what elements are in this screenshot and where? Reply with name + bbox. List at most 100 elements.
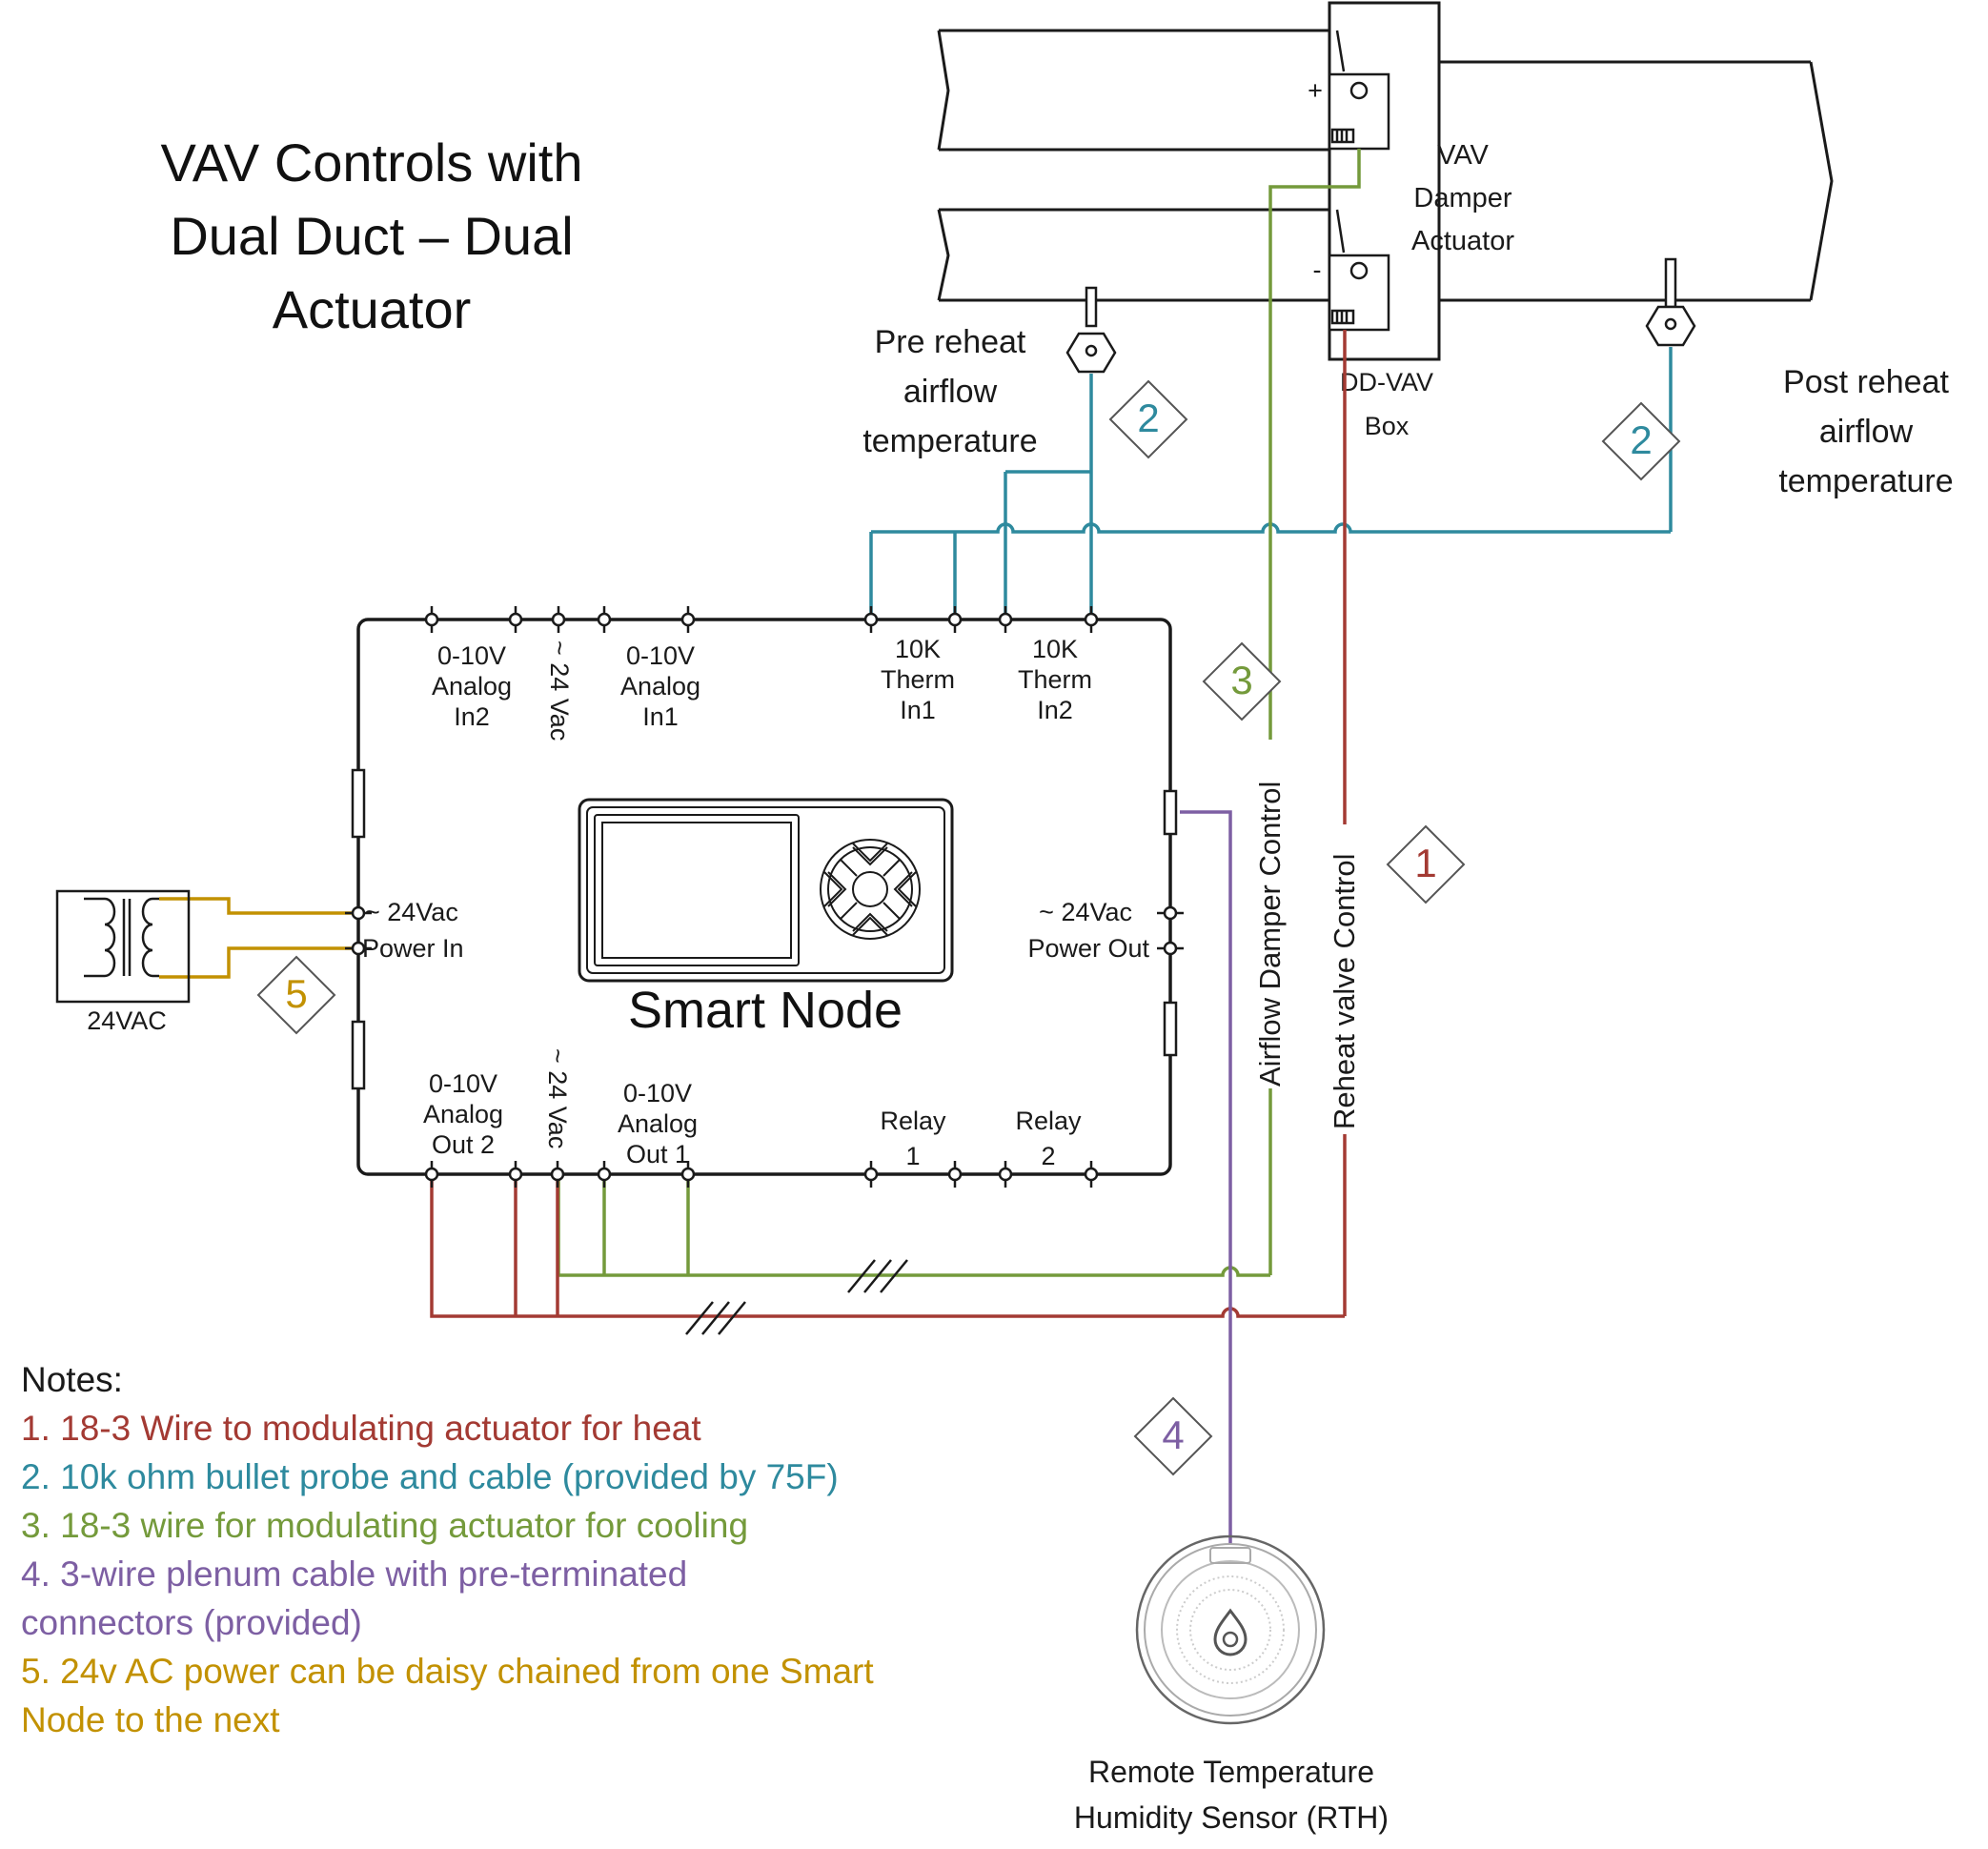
- relay1-line-2: 1: [905, 1142, 920, 1170]
- rth-label-line-2: Humidity Sensor (RTH): [1074, 1800, 1389, 1835]
- diagram-title: VAV Controls with Dual Duct – Dual Actua…: [161, 132, 583, 339]
- marker-5: 5: [256, 955, 336, 1035]
- box-label: DD-VAV Box: [1340, 368, 1433, 440]
- therm-in1-line-3: In1: [900, 696, 936, 724]
- relay2-line-1: Relay: [1015, 1107, 1082, 1135]
- marker-1: 1: [1386, 824, 1466, 904]
- relay1-line-1: Relay: [880, 1107, 946, 1135]
- rth-label: Remote Temperature Humidity Sensor (RTH): [1074, 1755, 1389, 1835]
- terminals-side: [345, 905, 1184, 956]
- analog-out1-line-2: Analog: [618, 1109, 698, 1138]
- note-3: 3. 18-3 wire for modulating actuator for…: [21, 1506, 748, 1545]
- marker-1-text: 1: [1414, 841, 1436, 885]
- damper-actuator-plus: +: [1308, 30, 1390, 151]
- airflow-damper-control-label: Airflow Damper Control: [1253, 782, 1287, 1087]
- pre-reheat-probe-icon: [1065, 286, 1117, 374]
- analog-in1-line-1: 0-10V: [626, 641, 695, 670]
- box-label-line-1: DD-VAV: [1340, 368, 1433, 396]
- post-reheat-line-3: temperature: [1778, 463, 1953, 499]
- marker-2-pre: 2: [1108, 379, 1188, 459]
- note-2: 2. 10k ohm bullet probe and cable (provi…: [21, 1457, 839, 1496]
- actuator-plus-sign: +: [1308, 76, 1323, 105]
- transformer-icon: [55, 889, 191, 1004]
- note-1: 1. 18-3 Wire to modulating actuator for …: [21, 1409, 701, 1448]
- analog-out1-line-3: Out 1: [626, 1140, 689, 1168]
- power-out-line-2: Power Out: [1027, 934, 1149, 963]
- note-4-line-2: connectors (provided): [21, 1603, 362, 1642]
- port-analog-out1: 0-10V Analog Out 1: [618, 1079, 698, 1168]
- analog-in1-line-3: In1: [642, 702, 679, 731]
- analog-in2-line-3: In2: [454, 702, 490, 731]
- navigation-pad-icon: [820, 839, 921, 940]
- therm-in2-line-1: 10K: [1032, 635, 1078, 663]
- marker-2-pre-text: 2: [1137, 396, 1159, 440]
- post-reheat-line-2: airflow: [1819, 414, 1914, 450]
- power-out-line-1: ~ 24Vac: [1039, 898, 1132, 926]
- power-out-label: ~ 24Vac Power Out: [1027, 898, 1149, 963]
- terminals-bottom: [424, 1161, 1099, 1188]
- rth-label-line-1: Remote Temperature: [1088, 1755, 1374, 1789]
- post-reheat-line-1: Post reheat: [1783, 364, 1949, 400]
- box-label-line-2: Box: [1365, 412, 1410, 440]
- discharge-duct: [1439, 60, 1834, 302]
- port-relay1: Relay 1: [880, 1107, 946, 1170]
- note-5-line-1: 5. 24v AC power can be daisy chained fro…: [21, 1652, 874, 1691]
- pre-reheat-line-3: temperature: [862, 423, 1037, 459]
- port-relay2: Relay 2: [1015, 1107, 1082, 1170]
- reheat-valve-control-label: Reheat valve Control: [1328, 854, 1361, 1130]
- relay2-line-2: 2: [1041, 1142, 1055, 1170]
- marker-3: 3: [1202, 641, 1282, 721]
- actuator-label-line-1: VAV: [1437, 140, 1489, 171]
- plenum-wiring: [1180, 810, 1232, 1544]
- marker-4-text: 4: [1162, 1412, 1184, 1457]
- pre-reheat-label: Pre reheat airflow temperature: [862, 324, 1037, 459]
- marker-4: 4: [1133, 1396, 1213, 1476]
- note-5-line-2: Node to the next: [21, 1700, 280, 1739]
- analog-out2-line-2: Analog: [423, 1100, 503, 1128]
- marker-3-text: 3: [1230, 658, 1252, 702]
- title-line-2: Dual Duct – Dual: [170, 206, 573, 266]
- actuator-label-line-2: Damper: [1413, 183, 1511, 213]
- analog-in2-line-1: 0-10V: [437, 641, 506, 670]
- port-24vac-top: ~ 24 Vac: [545, 640, 574, 741]
- transformer-label: 24VAC: [87, 1006, 167, 1035]
- damper-actuator-minus: -: [1313, 209, 1390, 332]
- notes: Notes: 1. 18-3 Wire to modulating actuat…: [21, 1360, 874, 1739]
- actuator-minus-sign: -: [1313, 255, 1322, 284]
- port-therm-in1: 10K Therm In1: [881, 635, 955, 724]
- smart-node-name: Smart Node: [628, 982, 903, 1039]
- therm-in1-line-2: Therm: [881, 665, 955, 694]
- supply-duct-upper: [937, 29, 1329, 152]
- pre-reheat-line-1: Pre reheat: [875, 324, 1026, 360]
- port-analog-in1: 0-10V Analog In1: [620, 641, 700, 731]
- therm-in2-line-2: Therm: [1018, 665, 1092, 694]
- marker-5-text: 5: [285, 971, 307, 1016]
- power-in-line-2: Power In: [362, 934, 464, 963]
- conductor-slash-marks: [685, 1259, 908, 1335]
- analog-in2-line-2: Analog: [432, 672, 512, 701]
- title-line-1: VAV Controls with: [161, 132, 583, 193]
- therm-in2-line-3: In2: [1037, 696, 1073, 724]
- pre-reheat-line-2: airflow: [903, 374, 998, 410]
- port-analog-out2: 0-10V Analog Out 2: [423, 1069, 503, 1159]
- analog-out2-line-1: 0-10V: [429, 1069, 497, 1098]
- power-wiring: [159, 897, 358, 979]
- analog-out2-line-3: Out 2: [432, 1130, 495, 1159]
- power-in-label: ~ 24Vac Power In: [362, 898, 464, 963]
- port-analog-in2: 0-10V Analog In2: [432, 641, 512, 731]
- note-4-line-1: 4. 3-wire plenum cable with pre-terminat…: [21, 1554, 687, 1594]
- smart-node: Smart Node: [351, 618, 1178, 1176]
- post-reheat-label: Post reheat airflow temperature: [1778, 364, 1953, 499]
- power-in-line-1: ~ 24Vac: [365, 898, 458, 926]
- marker-2-post-text: 2: [1630, 417, 1652, 462]
- actuator-label-line-3: Actuator: [1411, 226, 1514, 256]
- therm-in1-line-1: 10K: [895, 635, 941, 663]
- actuator-label: VAV Damper Actuator: [1411, 140, 1514, 256]
- port-24vac-bottom: ~ 24 Vac: [543, 1048, 572, 1148]
- port-therm-in2: 10K Therm In2: [1018, 635, 1092, 724]
- terminals-top: [424, 606, 1099, 633]
- title-line-3: Actuator: [273, 279, 472, 339]
- marker-2-post: 2: [1601, 401, 1681, 481]
- analog-out1-line-1: 0-10V: [623, 1079, 692, 1107]
